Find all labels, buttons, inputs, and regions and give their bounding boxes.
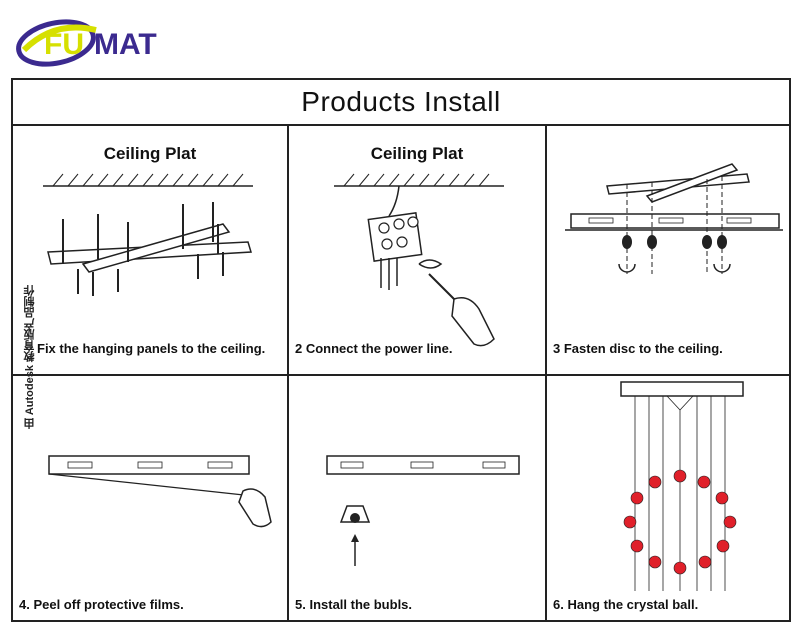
peel-film-illustration xyxy=(48,455,272,528)
crystal-ball-illustration xyxy=(620,381,744,591)
step-3-caption: 3 Fasten disc to the ceiling. xyxy=(553,341,723,356)
step-1-caption: Fix the hanging panels to the ceiling. xyxy=(37,341,266,356)
step-5-panel: 5. Install the bubls. xyxy=(289,376,547,622)
step-1-panel: Ceiling Plat xyxy=(13,124,289,376)
title-row: Products Install xyxy=(13,80,789,126)
page-title: Products Install xyxy=(301,86,501,117)
svg-text:FU: FU xyxy=(44,28,84,61)
step-2-caption: 2 Connect the power line. xyxy=(295,341,453,356)
step-2-heading: Ceiling Plat xyxy=(370,144,464,163)
step-2-panel: Ceiling Plat xyxy=(289,124,547,376)
step-6-panel: 6. Hang the crystal ball. xyxy=(547,376,789,622)
step-4-panel: 4. Peel off protective films. xyxy=(13,376,289,622)
step-1-heading: Ceiling Plat xyxy=(103,144,197,163)
fasten-disc-illustration xyxy=(565,163,783,274)
ceiling-panel-illustration xyxy=(43,173,253,296)
step-6-caption: 6. Hang the crystal ball. xyxy=(553,597,699,612)
svg-text:MAT: MAT xyxy=(94,28,157,61)
step-5-caption: 5. Install the bubls. xyxy=(295,597,413,612)
install-bulb-illustration xyxy=(326,455,520,566)
power-line-illustration xyxy=(334,173,504,347)
install-sheet: Products Install Ceiling Plat xyxy=(11,78,791,622)
brand-logo: FU MAT xyxy=(14,12,184,74)
step-4-caption: 4. Peel off protective films. xyxy=(19,597,184,612)
step-3-panel: 3 Fasten disc to the ceiling. xyxy=(547,124,789,376)
steps-grid: Ceiling Plat xyxy=(13,124,789,622)
autodesk-watermark: 由 Autodesk 教育版产品制作 xyxy=(24,285,36,430)
